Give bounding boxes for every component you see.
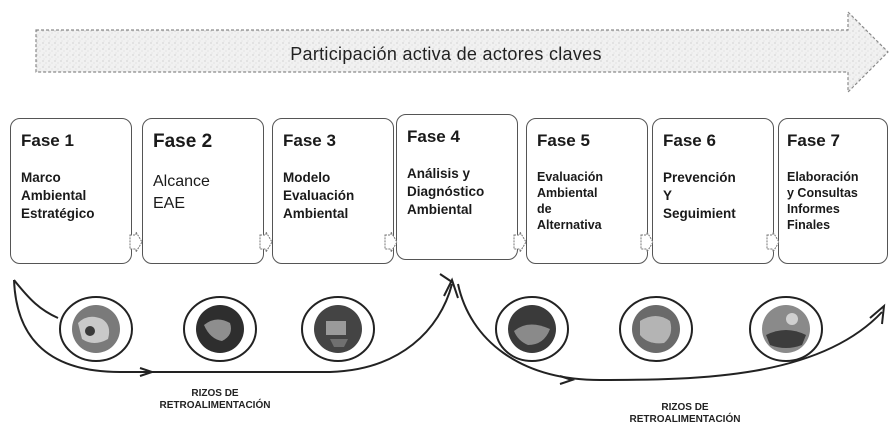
phase-box-2: Fase 2 Alcance EAE bbox=[142, 118, 264, 264]
phase-title: Fase 1 bbox=[21, 131, 74, 150]
banner-label: Participación activa de actores claves bbox=[290, 44, 602, 64]
connector-arrow-icon bbox=[640, 232, 654, 252]
phase-title: Fase 7 bbox=[787, 131, 840, 150]
phase-description: Modelo Evaluación Ambiental bbox=[283, 170, 355, 221]
phase-description: Análisis y Diagnóstico Ambiental bbox=[407, 166, 485, 217]
phase-box-6: Fase 6 Prevención Y Seguimient bbox=[652, 118, 774, 264]
phase-description: Marco Ambiental Estratégico bbox=[21, 170, 95, 221]
connector-arrow-icon bbox=[129, 232, 143, 252]
phase-description: Elaboración y Consultas Informes Finales bbox=[787, 170, 859, 232]
feedback-loop-arrows bbox=[13, 273, 886, 385]
phase-box-5: Fase 5 Evaluación Ambiental de Alternati… bbox=[526, 118, 648, 264]
connector-arrow-icon bbox=[259, 232, 273, 252]
participation-banner-arrow bbox=[35, 10, 889, 94]
phase-title: Fase 2 bbox=[153, 131, 213, 152]
feedback-caption-right: RIZOS DE RETROALIMENTACIÓN bbox=[629, 402, 741, 425]
phase-box-4: Fase 4 Análisis y Diagnóstico Ambiental bbox=[396, 114, 518, 260]
phase-title: Fase 5 bbox=[537, 131, 590, 150]
phase-box-3: Fase 3 Modelo Evaluación Ambiental bbox=[272, 118, 394, 264]
globe-image-4 bbox=[495, 296, 569, 362]
connector-arrow-icon bbox=[513, 232, 527, 252]
connector-arrow-icon bbox=[766, 232, 780, 252]
phase-title: Fase 6 bbox=[663, 131, 716, 150]
feedback-caption-left: RIZOS DE RETROALIMENTACIÓN bbox=[159, 388, 271, 411]
phase-box-7: Fase 7 Elaboración y Consultas Informes … bbox=[778, 118, 888, 264]
globe-image-1 bbox=[59, 296, 133, 362]
phase-description: Evaluación Ambiental de Alternativa bbox=[537, 170, 603, 232]
phase-title: Fase 4 bbox=[407, 127, 460, 146]
phase-description: Alcance EAE bbox=[153, 173, 210, 212]
globe-image-6 bbox=[749, 296, 823, 362]
connector-arrow-icon bbox=[384, 232, 398, 252]
phase-title: Fase 3 bbox=[283, 131, 336, 150]
phase-box-1: Fase 1 Marco Ambiental Estratégico bbox=[10, 118, 132, 264]
globe-image-5 bbox=[619, 296, 693, 362]
phase-description: Prevención Y Seguimient bbox=[663, 170, 736, 221]
globe-image-3 bbox=[301, 296, 375, 362]
globe-image-2 bbox=[183, 296, 257, 362]
